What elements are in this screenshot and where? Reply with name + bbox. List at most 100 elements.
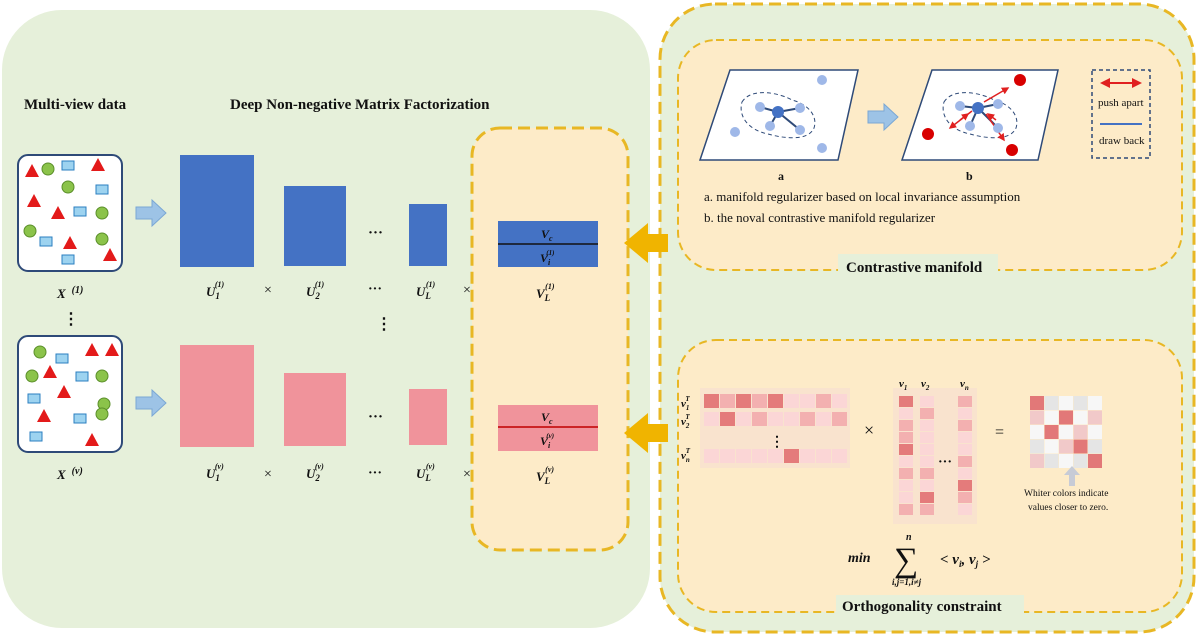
row-label-2: v2T	[681, 413, 690, 430]
view1-u2-block	[284, 186, 346, 266]
matrix-cell	[1073, 410, 1088, 425]
manifold-legend: push apart draw back	[1091, 69, 1151, 159]
box-icon	[29, 431, 43, 442]
matrix-cell	[768, 449, 783, 463]
box-icon	[61, 160, 75, 171]
viewv-vl-block: Vc Vi(v)	[498, 405, 598, 451]
ortho-times: ×	[864, 420, 874, 440]
viewv-u1-label: U1(v)	[206, 462, 224, 483]
viewv-u1-block	[180, 345, 254, 447]
manifold-b-label: b	[966, 169, 973, 183]
matrix-cell	[1044, 454, 1059, 468]
matrix-cell	[899, 432, 913, 443]
view1-dots-label: ···	[368, 282, 382, 297]
matrix-cell	[1088, 396, 1102, 410]
ball-icon	[95, 206, 109, 220]
caption-a: a. manifold regularizer based on local i…	[704, 189, 1021, 204]
matrix-cell	[800, 449, 815, 463]
col-label-1: v1	[899, 378, 907, 392]
viewv-x-label: X(v)	[56, 466, 83, 482]
view1-arrow	[135, 198, 167, 228]
triangle-icon	[27, 194, 41, 207]
matrix-cell	[1030, 454, 1044, 468]
matrix-cell	[752, 412, 767, 426]
matrix-cell	[720, 449, 735, 463]
ball-icon	[61, 180, 75, 194]
ortho-equals: =	[995, 424, 1004, 441]
matrix-cell	[832, 412, 847, 426]
matrix-cell	[899, 480, 913, 491]
matrix-cell	[1030, 439, 1044, 454]
matrix-cell	[704, 449, 719, 463]
ortho-title-bg	[836, 595, 1024, 617]
matrix-cell	[816, 412, 831, 426]
view1-data-box	[17, 154, 123, 272]
matrix-cell	[958, 468, 972, 479]
matrix-cell	[784, 394, 799, 408]
triangle-icon	[85, 343, 99, 356]
matrix-cell	[899, 420, 913, 431]
matrix-cell	[1044, 396, 1059, 410]
matrix-cell	[958, 480, 972, 491]
matrix-cell	[920, 444, 934, 455]
matrix-cell	[1059, 410, 1073, 425]
matrix-cell	[1073, 454, 1088, 468]
viewv-vc-label: Vc	[541, 410, 553, 426]
triangle-icon	[85, 433, 99, 446]
ball-icon	[23, 224, 37, 238]
formula-min: min	[848, 551, 871, 566]
matrix-cell	[899, 444, 913, 455]
triangle-icon	[51, 206, 65, 219]
matrix-cell	[920, 396, 934, 407]
matrix-cell	[920, 492, 934, 503]
matrix-cell	[736, 449, 751, 463]
matrix-cell	[704, 412, 719, 426]
matrix-cell	[958, 420, 972, 431]
view1-u2-label: U2(1)	[306, 280, 325, 301]
matrix-cell	[958, 492, 972, 503]
matrix-cell	[1044, 410, 1059, 425]
manifold-b	[900, 69, 1059, 161]
manifold-a-to-b-arrow	[867, 102, 899, 132]
matrix-cell	[720, 412, 735, 426]
triangle-icon	[37, 409, 51, 422]
viewv-dots: ···	[368, 409, 383, 425]
matrix-cell	[920, 480, 934, 491]
matrix-cell	[958, 396, 972, 407]
matrix-cell	[920, 420, 934, 431]
viewv-times-1: ×	[264, 467, 272, 482]
matrix-cell	[1059, 439, 1073, 454]
box-icon	[61, 254, 75, 265]
matrix-cell	[958, 408, 972, 419]
box-icon	[95, 184, 109, 195]
ball-icon	[95, 369, 109, 383]
matrix-cell	[736, 394, 751, 408]
matrix-cell	[800, 394, 815, 408]
matrix-cell	[920, 408, 934, 419]
viewv-data-box	[17, 335, 123, 453]
col-label-n: vn	[960, 378, 969, 392]
triangle-icon	[103, 248, 117, 261]
matrix-cell	[832, 449, 847, 463]
contrastive-title: Contrastive manifold	[846, 260, 983, 276]
view1-u1-label: U1(1)	[206, 280, 225, 301]
matrix-cell	[752, 449, 767, 463]
matrix-cell	[958, 456, 972, 467]
views-vdots-1: ⋮	[63, 311, 79, 328]
matrix-cell	[899, 492, 913, 503]
matrix-cell	[1088, 439, 1102, 454]
row-label-1: v1T	[681, 395, 690, 412]
ball-icon	[95, 407, 109, 421]
box-icon	[55, 353, 69, 364]
matrix-cell	[899, 408, 913, 419]
triangle-icon	[43, 365, 57, 378]
manifold-a	[698, 69, 859, 161]
matrix-cell	[920, 504, 934, 515]
matrix-cell	[800, 412, 815, 426]
col-label-2: v2	[921, 378, 930, 392]
orthogonality-title: Orthogonality constraint	[842, 599, 1002, 615]
matrix-cell	[1059, 425, 1073, 439]
triangle-icon	[91, 158, 105, 171]
box-icon	[39, 236, 53, 247]
